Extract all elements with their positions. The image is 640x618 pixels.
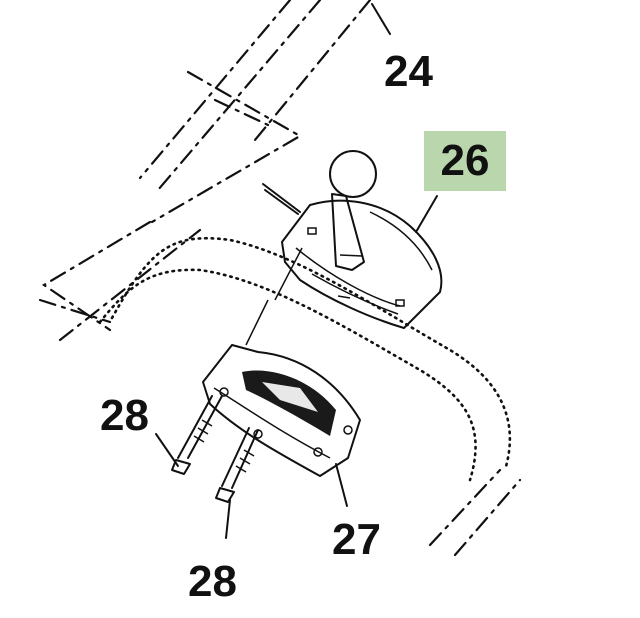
callout-28-bottom: 28 bbox=[188, 557, 237, 606]
callout-24: 24 bbox=[384, 47, 433, 96]
callout-26-highlighted: 26 bbox=[424, 131, 506, 191]
callout-27: 27 bbox=[332, 515, 381, 564]
shifter-base-plate bbox=[202, 344, 361, 477]
frame-phantom-lines bbox=[38, 0, 522, 557]
shifter-assembly bbox=[262, 150, 443, 329]
bolts bbox=[171, 395, 259, 503]
leader-lines bbox=[155, 3, 438, 539]
tunnel-outline bbox=[98, 236, 512, 482]
callout-28-left: 28 bbox=[100, 391, 149, 440]
